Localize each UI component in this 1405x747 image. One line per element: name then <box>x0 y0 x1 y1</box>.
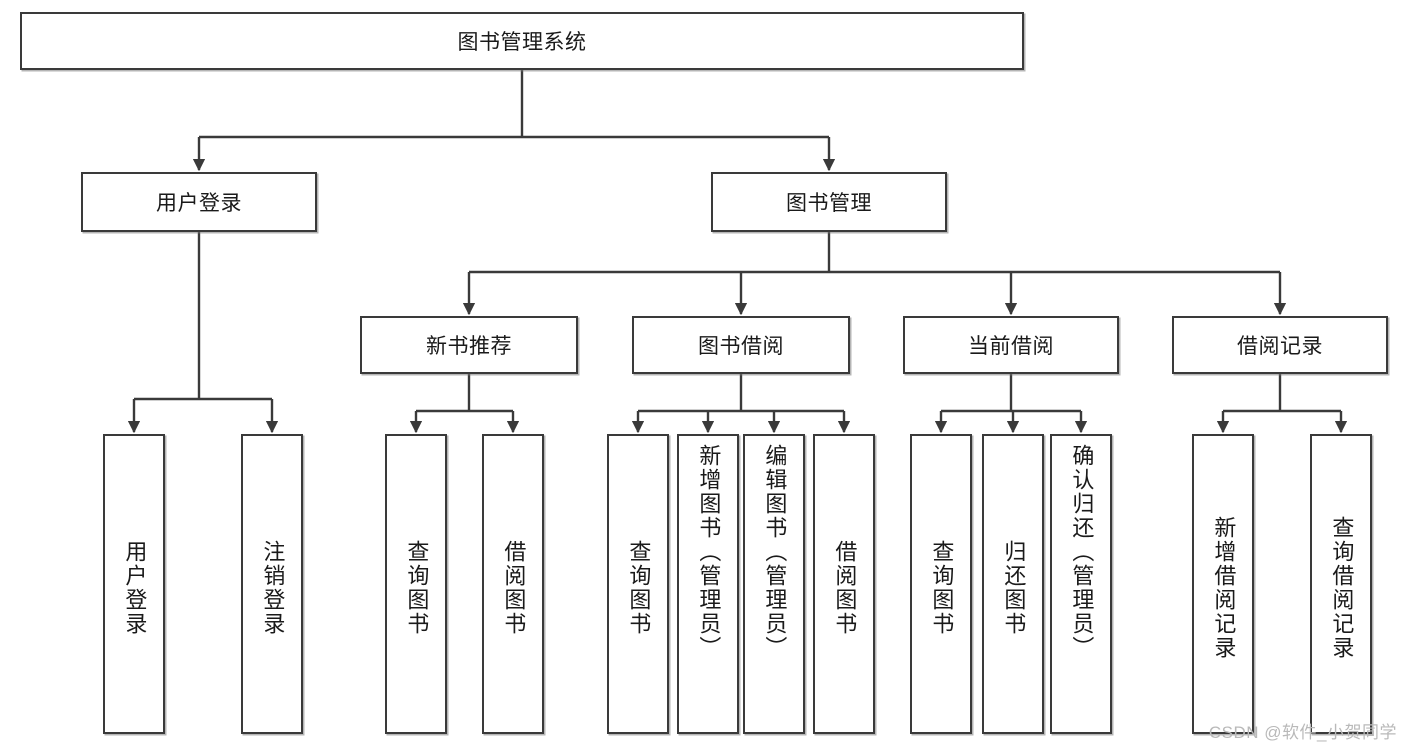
node-user-login-label: 用户登录 <box>156 192 242 215</box>
wire-group-new-book-rec <box>409 374 520 434</box>
leaf-label: 编辑图书（管理员） <box>762 444 788 660</box>
node-root-label: 图书管理系统 <box>457 31 587 54</box>
node-leaf-user-login[interactable]: 用户登录 <box>103 434 165 734</box>
leaf-label: 用户登录 <box>122 540 148 636</box>
leaf-label: 查询图书 <box>404 540 430 636</box>
leaf-label: 新增图书（管理员） <box>696 444 722 660</box>
wire-group-borrow-record <box>1216 374 1348 434</box>
node-leaf-borrow-book-2[interactable]: 借阅图书 <box>813 434 875 734</box>
wire-group-root <box>192 70 836 172</box>
wire-group-user-login <box>127 232 279 434</box>
node-current-borrow-label: 当前借阅 <box>968 335 1054 358</box>
node-leaf-query-record[interactable]: 查询借阅记录 <box>1310 434 1372 734</box>
node-leaf-query-book-2[interactable]: 查询图书 <box>607 434 669 734</box>
node-book-borrow[interactable]: 图书借阅 <box>632 316 850 374</box>
wire-group-book-manage <box>462 232 1287 316</box>
node-new-book-rec-label: 新书推荐 <box>426 335 512 358</box>
node-leaf-borrow-book-1[interactable]: 借阅图书 <box>482 434 544 734</box>
leaf-label: 注销登录 <box>260 540 286 636</box>
node-leaf-query-book-3[interactable]: 查询图书 <box>910 434 972 734</box>
leaf-label: 新增借阅记录 <box>1211 516 1237 660</box>
node-book-manage-label: 图书管理 <box>786 192 872 215</box>
wire-group-book-borrow <box>631 374 851 434</box>
leaf-label: 借阅图书 <box>832 540 858 636</box>
node-leaf-logout[interactable]: 注销登录 <box>241 434 303 734</box>
node-leaf-return-book[interactable]: 归还图书 <box>982 434 1044 734</box>
node-leaf-edit-book[interactable]: 编辑图书（管理员） <box>743 434 805 734</box>
node-leaf-confirm-return[interactable]: 确认归还（管理员） <box>1050 434 1112 734</box>
leaf-label: 借阅图书 <box>501 540 527 636</box>
wire-group-current-borrow <box>934 374 1088 434</box>
leaf-label: 查询图书 <box>929 540 955 636</box>
node-current-borrow[interactable]: 当前借阅 <box>903 316 1119 374</box>
leaf-label: 确认归还（管理员） <box>1069 444 1095 660</box>
node-leaf-add-book[interactable]: 新增图书（管理员） <box>677 434 739 734</box>
node-borrow-record[interactable]: 借阅记录 <box>1172 316 1388 374</box>
node-book-borrow-label: 图书借阅 <box>698 335 784 358</box>
leaf-label: 归还图书 <box>1001 540 1027 636</box>
node-leaf-add-record[interactable]: 新增借阅记录 <box>1192 434 1254 734</box>
node-borrow-record-label: 借阅记录 <box>1237 335 1323 358</box>
node-user-login[interactable]: 用户登录 <box>81 172 317 232</box>
node-root[interactable]: 图书管理系统 <box>20 12 1024 70</box>
leaf-label: 查询图书 <box>626 540 652 636</box>
node-book-manage[interactable]: 图书管理 <box>711 172 947 232</box>
leaf-label: 查询借阅记录 <box>1329 516 1355 660</box>
node-leaf-query-book-1[interactable]: 查询图书 <box>385 434 447 734</box>
watermark: CSDN @软件_小贺同学 <box>1208 723 1397 742</box>
node-new-book-rec[interactable]: 新书推荐 <box>360 316 578 374</box>
